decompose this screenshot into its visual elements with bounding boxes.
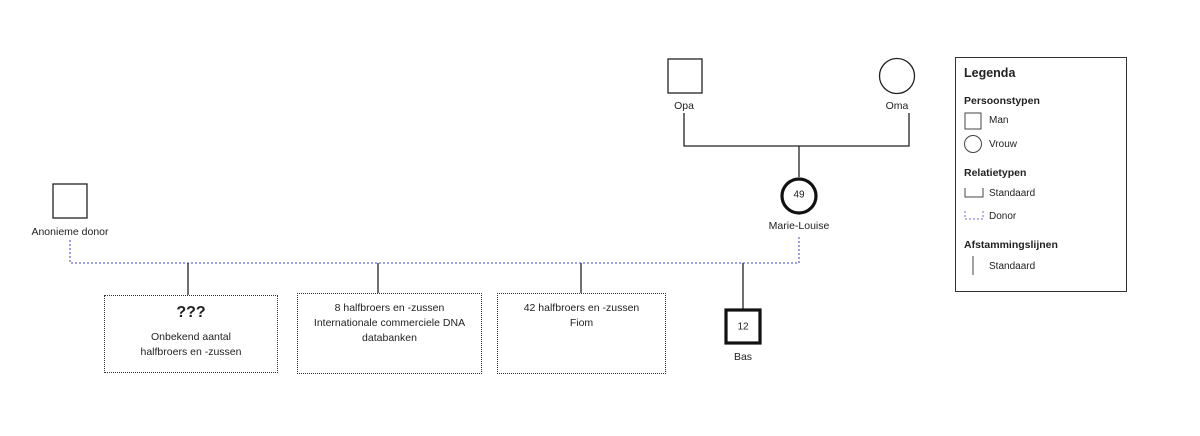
legend-person-types-heading: Persoonstypen [964,95,1040,107]
oma-label: Oma [885,100,909,112]
legend-donor-relation-label: Donor [989,211,1017,222]
bas-symbol [724,308,762,345]
group-line: Internationale commerciele DNA [313,317,466,329]
group-line: 8 halfbroers en -zussen [334,302,445,314]
legend-woman-symbol [964,135,982,153]
marie-louise-symbol [780,177,818,215]
group-line: databanken [362,332,417,344]
bas-label: Bas [733,351,753,363]
legend-standard-lineage-label: Standaard [989,261,1036,272]
halfsibling-group-fiom: 42 halfbroers en -zussen Fiom [497,293,666,374]
legend-standard-relation-label: Standaard [989,188,1036,199]
donor-relation-line [69,237,800,264]
bas-number: 12 [737,321,749,333]
oma-symbol [878,57,916,95]
marie-louise-label: Marie-Louise [768,220,830,232]
group-line: 42 halfbroers en -zussen [523,302,640,314]
donor-symbol [52,183,88,219]
legend-box: Legenda Persoonstypen Man Vrouw Relatiet… [955,57,1127,292]
legend-man-symbol [964,112,982,130]
marie-louise-number: 49 [793,189,805,201]
group-line: halfbroers en -zussen [140,346,242,358]
halfsibling-group-unknown: ??? Onbekend aantal halfbroers en -zusse… [104,295,278,373]
group-heading: ??? [176,304,206,321]
legend-standard-relation-symbol [964,188,984,198]
group-line: Onbekend aantal [151,331,231,343]
legend-relation-types-heading: Relatietypen [964,167,1027,179]
opa-symbol [667,58,703,94]
donor-label: Anonieme donor [31,226,109,238]
legend-woman-label: Vrouw [989,139,1017,150]
opa-label: Opa [674,100,694,112]
legend-donor-relation-symbol [964,211,984,220]
halfsibling-group-dna-databanks: 8 halfbroers en -zussen Internationale c… [297,293,482,374]
group-line: Fiom [569,317,594,329]
legend-title: Legenda [964,66,1016,80]
legend-lineage-heading: Afstammingslijnen [964,239,1058,251]
opa-oma-relation-line [683,113,910,147]
legend-man-label: Man [989,115,1009,126]
